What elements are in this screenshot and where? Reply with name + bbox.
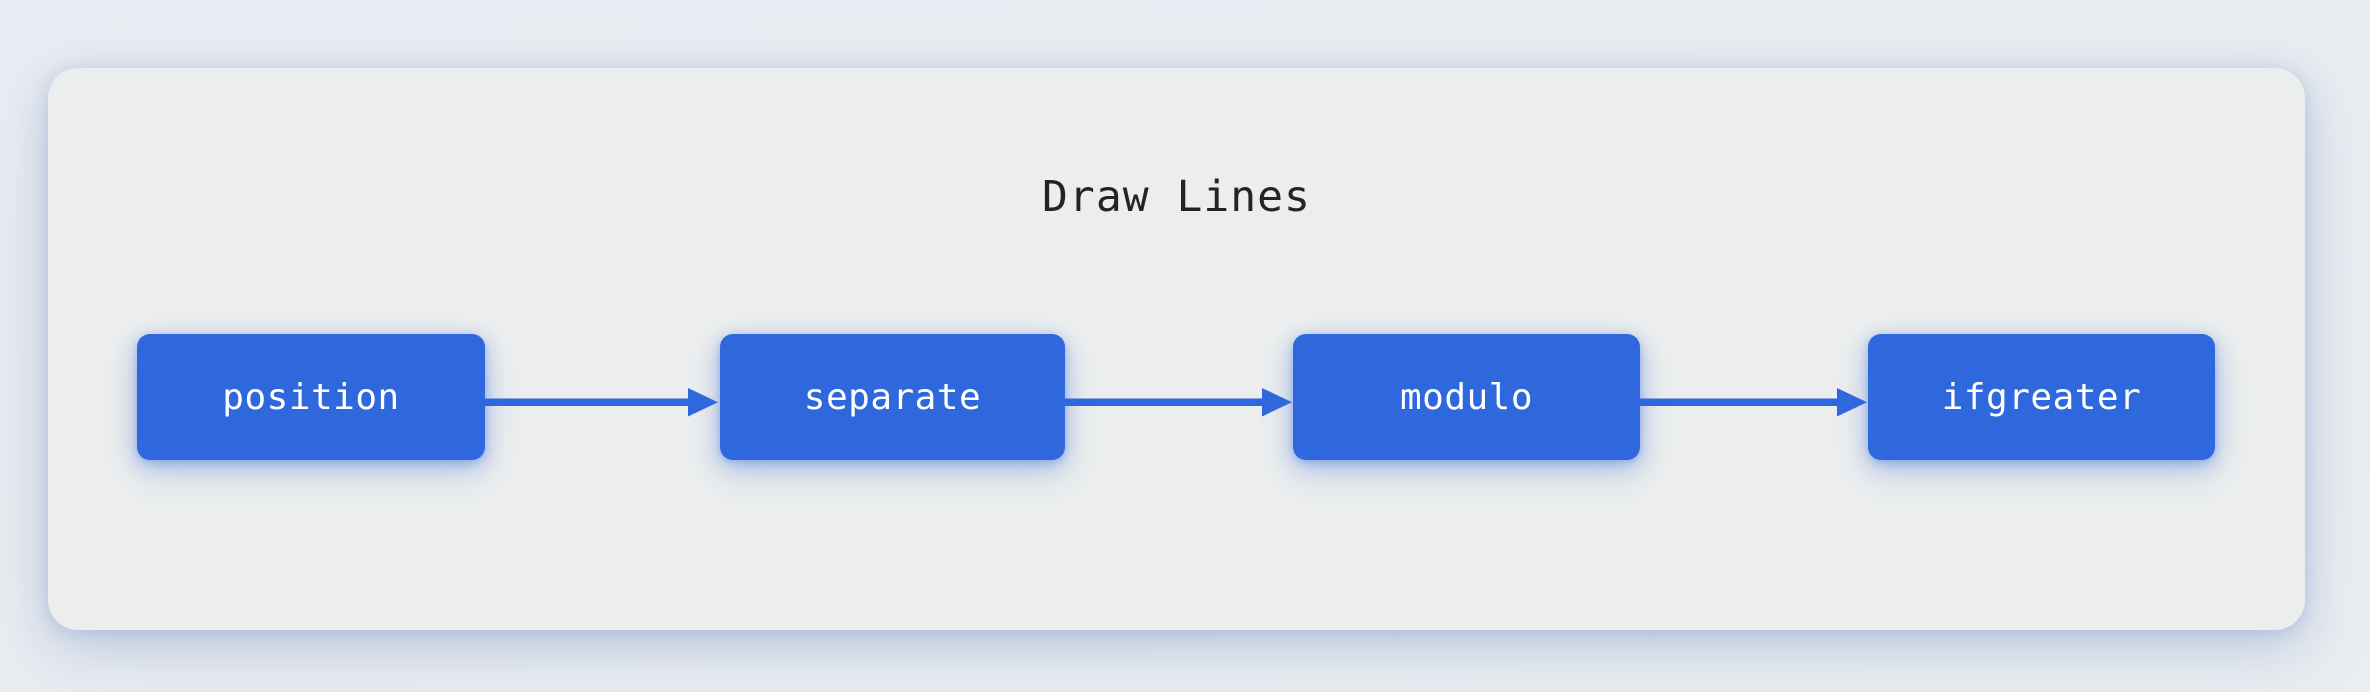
graph-edge-position-to-separate [485, 384, 720, 420]
graph-edge-separate-to-modulo [1065, 384, 1293, 420]
page-title: Draw Lines [1042, 172, 1311, 222]
graph-node-label: position [222, 376, 400, 418]
arrow-right-icon [485, 388, 718, 417]
arrow-right-icon [1640, 388, 1867, 417]
graph-node-label: separate [803, 376, 982, 418]
graph-node-separate[interactable]: separate [720, 334, 1065, 460]
graph-node-label: ifgreater [1941, 376, 2142, 418]
graph-node-modulo[interactable]: modulo [1293, 334, 1640, 460]
diagram-panel: Draw Lines position separate modulo ifgr… [48, 68, 2305, 630]
graph-node-ifgreater[interactable]: ifgreater [1868, 334, 2215, 460]
graph-node-position[interactable]: position [137, 334, 485, 460]
graph-edge-modulo-to-ifgreater [1640, 384, 1868, 420]
graph-node-label: modulo [1399, 376, 1534, 418]
arrow-right-icon [1065, 388, 1292, 417]
flow-graph: position separate modulo ifgreater [48, 68, 2305, 630]
